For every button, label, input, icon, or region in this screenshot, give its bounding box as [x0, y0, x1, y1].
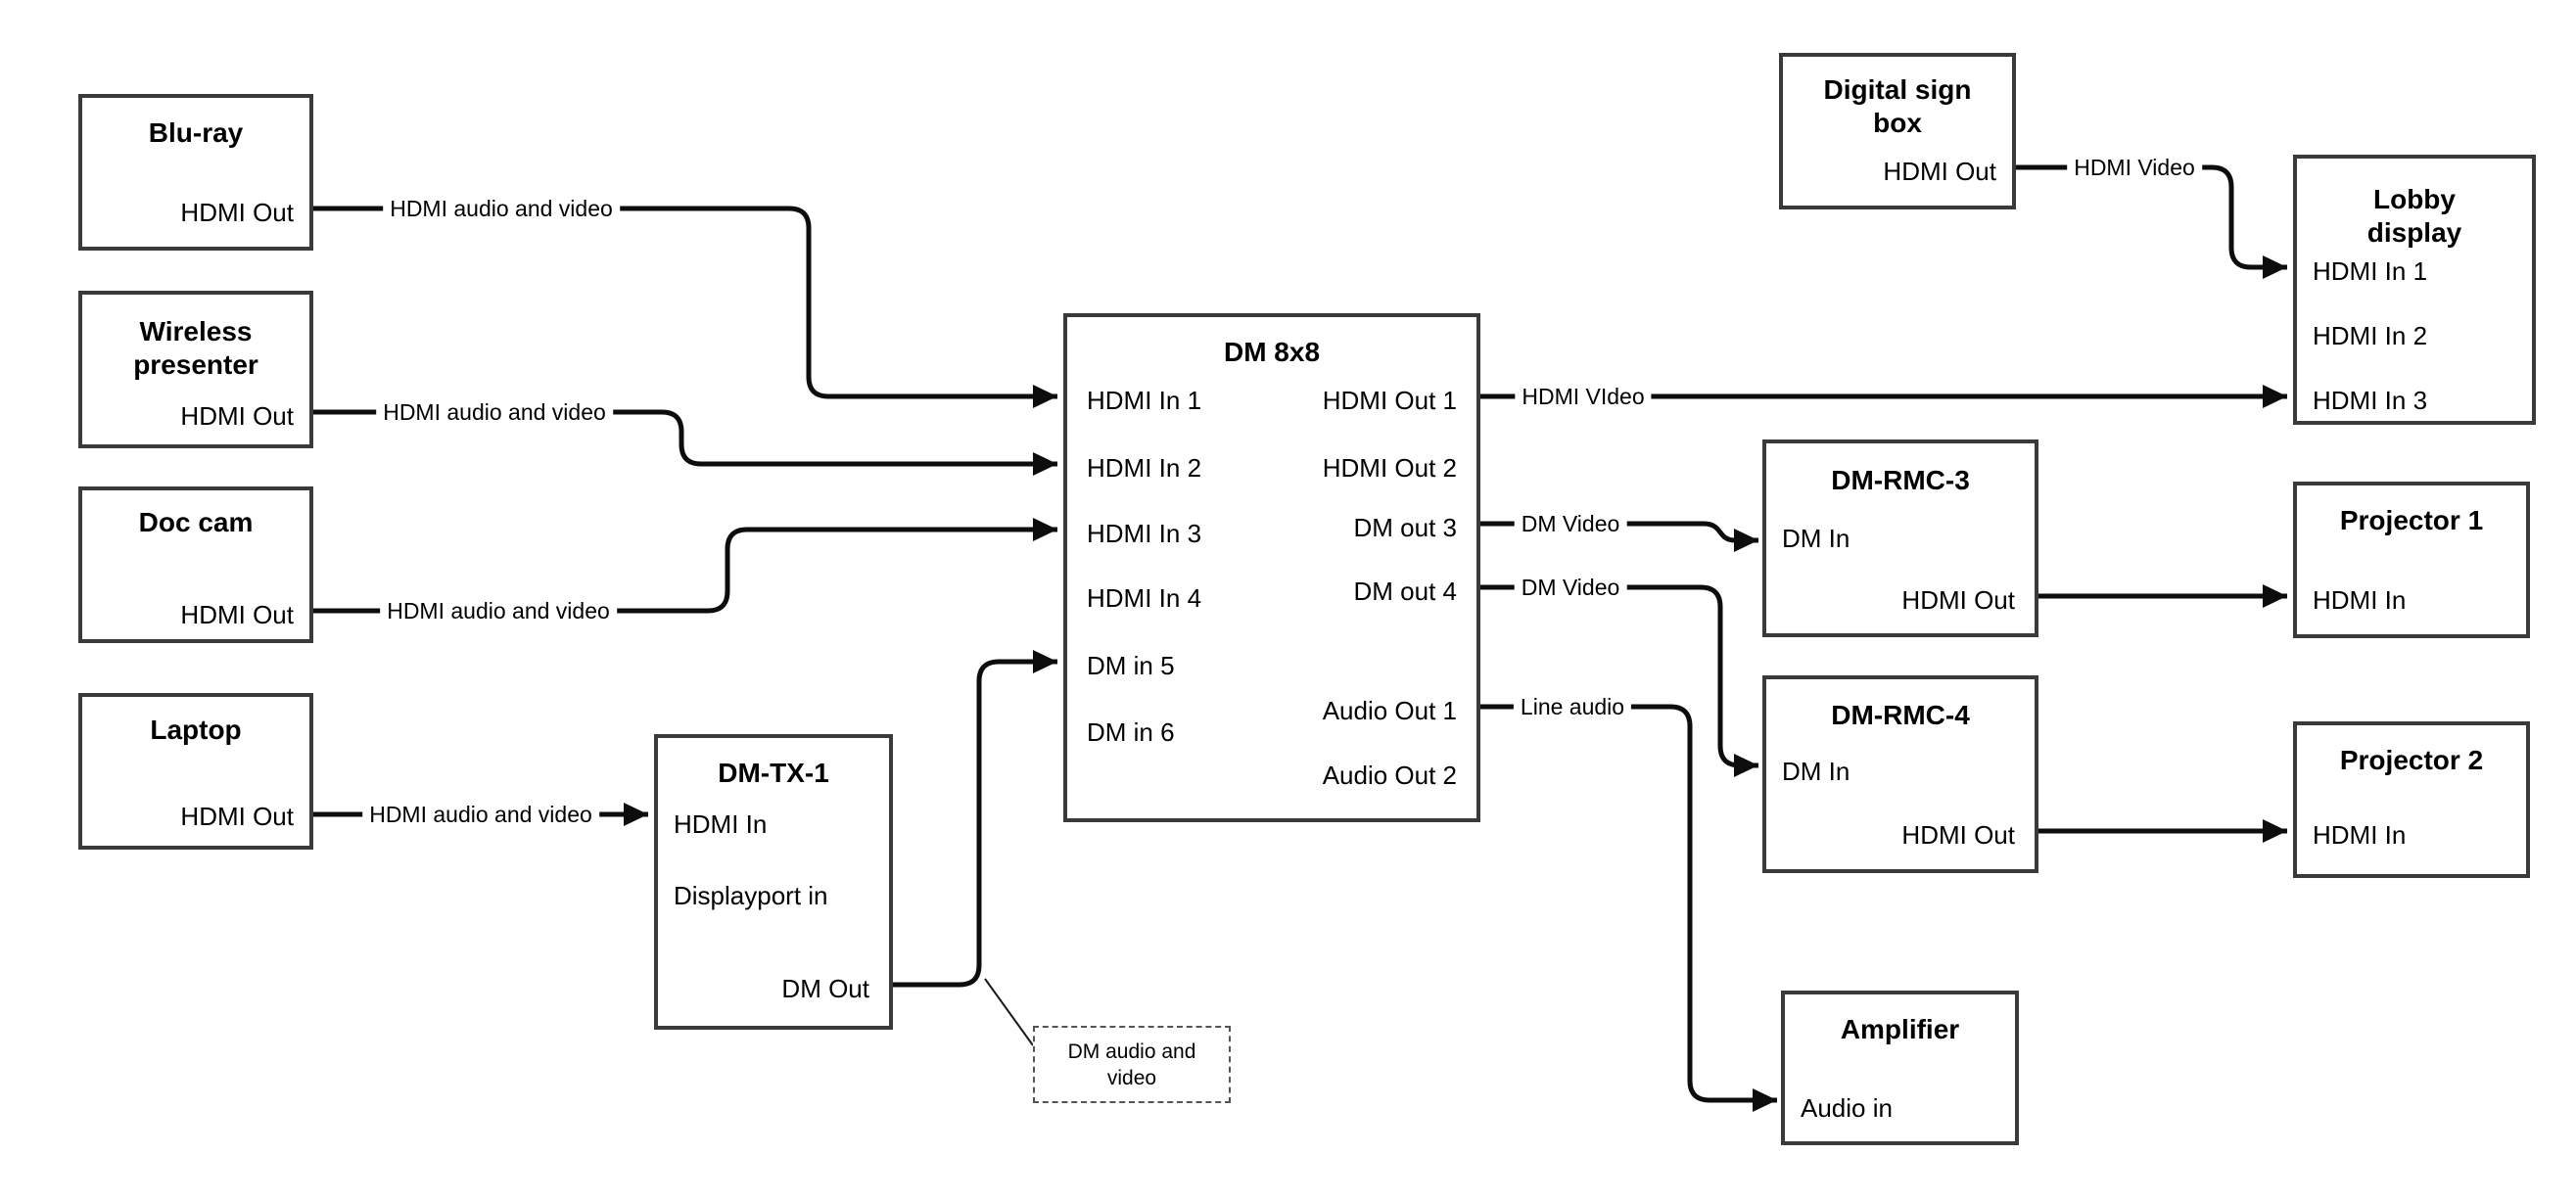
- port-dm-in-6: DM in 6: [1087, 717, 1175, 747]
- port-hdmi-out: HDMI Out: [180, 198, 294, 227]
- node-amplifier: Amplifier Audio in: [1781, 991, 2019, 1145]
- node-dm-rmc-4: DM-RMC-4 DM In HDMI Out: [1762, 675, 2038, 873]
- wire-wireless-to-dm8x8-in2: [313, 409, 1057, 476]
- port-hdmi-in-1: HDMI In 1: [2313, 256, 2428, 286]
- wire-digitalsign-to-lobby-in1: [2016, 164, 2287, 279]
- port-hdmi-out: HDMI Out: [1883, 157, 1996, 186]
- port-hdmi-out-2: HDMI Out 2: [1322, 453, 1457, 483]
- port-audio-out-2: Audio Out 2: [1322, 761, 1457, 790]
- port-hdmi-in: HDMI In: [2313, 585, 2407, 615]
- port-hdmi-out: HDMI Out: [180, 802, 294, 831]
- node-title: DM-RMC-4: [1831, 700, 1970, 730]
- port-hdmi-in-4: HDMI In 4: [1087, 583, 1202, 613]
- node-wireless-presenter: Wireless presenter HDMI Out: [78, 291, 313, 448]
- node-title: Amplifier: [1840, 1014, 1960, 1044]
- port-displayport-in: Displayport in: [674, 881, 828, 910]
- node-title: DM-TX-1: [718, 758, 829, 788]
- port-audio-in: Audio in: [1801, 1093, 1893, 1123]
- port-hdmi-in: HDMI In: [2313, 820, 2407, 850]
- port-hdmi-in-2: HDMI In 2: [2313, 321, 2428, 350]
- node-title: Projector 2: [2339, 745, 2484, 775]
- port-hdmi-in-1: HDMI In 1: [1087, 386, 1202, 415]
- port-hdmi-out: HDMI Out: [180, 401, 294, 431]
- node-title: DM-RMC-3: [1831, 465, 1970, 495]
- port-hdmi-out: HDMI Out: [1901, 820, 2015, 850]
- node-title: Wireless presenter: [133, 316, 258, 380]
- port-audio-out-1: Audio Out 1: [1322, 696, 1457, 725]
- node-projector-2: Projector 2 HDMI In: [2293, 721, 2530, 878]
- wire-label-line-audio: Line audio: [1513, 693, 1632, 720]
- wire-label-bluray-av: HDMI audio and video: [383, 195, 620, 222]
- node-dm-8x8: DM 8x8 HDMI In 1 HDMI In 2 HDMI In 3 HDM…: [1063, 313, 1480, 822]
- node-dm-rmc-3: DM-RMC-3 DM In HDMI Out: [1762, 439, 2038, 637]
- port-hdmi-in-3: HDMI In 3: [1087, 519, 1202, 548]
- wire-label-wireless-av: HDMI audio and video: [376, 398, 613, 426]
- node-projector-1: Projector 1 HDMI In: [2293, 482, 2530, 638]
- node-digital-sign-box: Digital sign box HDMI Out: [1779, 53, 2016, 209]
- wire-label-laptop-av: HDMI audio and video: [362, 801, 599, 828]
- annotation-dm-audio-video: DM audio and video: [1033, 1026, 1231, 1103]
- port-dm-in: DM In: [1782, 524, 1850, 553]
- wire-label-dm-video-out3: DM Video: [1514, 510, 1627, 537]
- port-hdmi-in-2: HDMI In 2: [1087, 453, 1202, 483]
- node-title: Blu-ray: [148, 117, 244, 148]
- node-title: Laptop: [150, 715, 242, 745]
- node-dm-tx-1: DM-TX-1 HDMI In Displayport in DM Out: [654, 734, 893, 1030]
- port-dm-out-3: DM out 3: [1353, 513, 1458, 542]
- wire-dm8x8-out3-to-rmc3: [1480, 521, 1758, 552]
- port-hdmi-in: HDMI In: [674, 809, 768, 839]
- wire-label-hdmi-video-out1: HDMI VIdeo: [1515, 383, 1652, 410]
- port-dm-out: DM Out: [781, 974, 869, 1003]
- node-title: Projector 1: [2339, 505, 2484, 535]
- port-hdmi-out: HDMI Out: [180, 600, 294, 629]
- wire-dm8x8-out4-to-rmc4: [1480, 584, 1758, 777]
- node-laptop: Laptop HDMI Out: [78, 693, 313, 850]
- wire-label-dm-video-out4: DM Video: [1514, 574, 1627, 601]
- node-title: Digital sign box: [1823, 74, 1972, 138]
- node-doc-cam: Doc cam HDMI Out: [78, 486, 313, 643]
- port-hdmi-out-1: HDMI Out 1: [1322, 386, 1457, 415]
- node-title: DM 8x8: [1223, 337, 1321, 367]
- node-lobby-display: Lobby display HDMI In 1 HDMI In 2 HDMI I…: [2293, 155, 2536, 425]
- node-title: Doc cam: [138, 507, 254, 537]
- wire-label-digitalsign-video: HDMI Video: [2067, 154, 2202, 181]
- wire-label-doccam-av: HDMI audio and video: [380, 597, 617, 624]
- port-hdmi-in-3: HDMI In 3: [2313, 386, 2428, 415]
- wire-dm8x8-audio1-to-amplifier: [1480, 704, 1777, 1112]
- wire-doccam-to-dm8x8-in3: [313, 518, 1057, 614]
- port-hdmi-out: HDMI Out: [1901, 585, 2015, 615]
- port-dm-in-5: DM in 5: [1087, 651, 1175, 680]
- wire-bluray-to-dm8x8-in1: [313, 206, 1057, 408]
- node-title: Lobby display: [2366, 184, 2462, 248]
- port-dm-in: DM In: [1782, 757, 1850, 786]
- port-dm-out-4: DM out 4: [1353, 577, 1458, 606]
- wire-dmtx1-to-dm8x8-in5: [893, 650, 1057, 988]
- annotation-callout-line: [984, 978, 1034, 1046]
- node-bluray: Blu-ray HDMI Out: [78, 94, 313, 251]
